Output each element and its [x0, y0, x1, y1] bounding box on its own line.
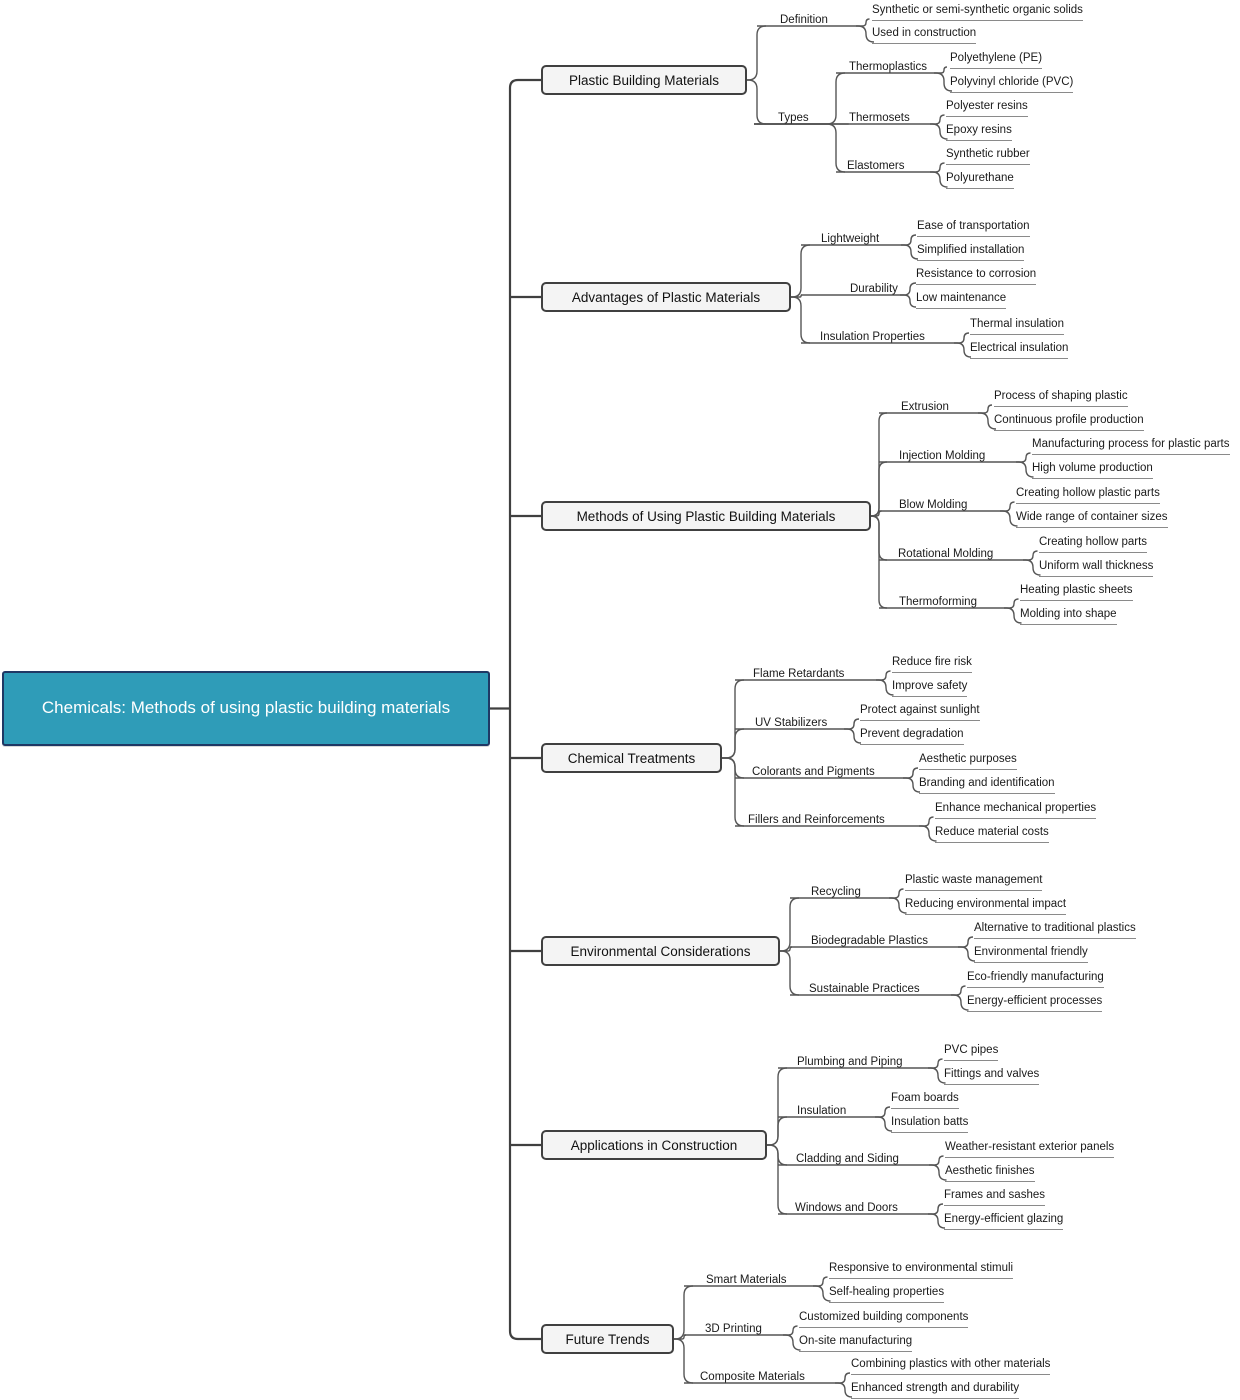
main-topic-label: Environmental Considerations	[570, 943, 751, 959]
leaf-5-1-1[interactable]: Plastic waste management	[905, 874, 1043, 891]
sub-topic-2-2[interactable]: Durability	[850, 283, 898, 295]
leaf-2-3-2[interactable]: Electrical insulation	[970, 342, 1069, 359]
leaf-1-1-2[interactable]: Used in construction	[872, 27, 977, 44]
main-topic-label: Chemical Treatments	[567, 750, 696, 766]
leaf-5-3-1[interactable]: Eco-friendly manufacturing	[967, 971, 1104, 988]
leaf-3-2-1[interactable]: Manufacturing process for plastic parts	[1032, 438, 1230, 455]
sub-topic-6-1[interactable]: Plumbing and Piping	[797, 1056, 903, 1068]
leaf-6-3-2[interactable]: Aesthetic finishes	[945, 1165, 1035, 1182]
leaf-2-2-1[interactable]: Resistance to corrosion	[916, 268, 1037, 285]
leaf-7-2-1[interactable]: Customized building components	[799, 1311, 969, 1328]
leaf-6-4-1[interactable]: Frames and sashes	[944, 1189, 1045, 1206]
main-topic-label: Advantages of Plastic Materials	[571, 289, 761, 305]
main-topic-5[interactable]: Environmental Considerations	[541, 936, 780, 966]
leaf-1-3-2[interactable]: Polyvinyl chloride (PVC)	[950, 76, 1074, 93]
main-topic-3[interactable]: Methods of Using Plastic Building Materi…	[541, 501, 871, 531]
sub-topic-3-4[interactable]: Rotational Molding	[898, 548, 994, 560]
leaf-6-1-1[interactable]: PVC pipes	[944, 1044, 999, 1061]
leaf-3-3-2[interactable]: Wide range of container sizes	[1016, 511, 1168, 528]
leaf-1-4-1[interactable]: Polyester resins	[946, 100, 1028, 117]
sub-topic-2-3[interactable]: Insulation Properties	[820, 331, 925, 343]
leaf-6-1-2[interactable]: Fittings and valves	[944, 1068, 1040, 1085]
sub-topic-4-3[interactable]: Colorants and Pigments	[752, 766, 875, 778]
sub-topic-6-2[interactable]: Insulation	[797, 1105, 847, 1117]
leaf-3-4-1[interactable]: Creating hollow parts	[1039, 536, 1148, 553]
leaf-7-3-1[interactable]: Combining plastics with other materials	[851, 1358, 1051, 1375]
leaf-3-1-1[interactable]: Process of shaping plastic	[994, 390, 1128, 407]
leaf-3-2-2[interactable]: High volume production	[1032, 462, 1153, 479]
root-node[interactable]: Chemicals: Methods of using plastic buil…	[2, 671, 490, 746]
sub-topic-3-3[interactable]: Blow Molding	[899, 499, 968, 511]
leaf-1-4-2[interactable]: Epoxy resins	[946, 124, 1012, 141]
sub-topic-5-1[interactable]: Recycling	[811, 886, 861, 898]
main-topic-label: Future Trends	[565, 1331, 650, 1347]
leaf-6-2-2[interactable]: Insulation batts	[891, 1116, 969, 1133]
sub-topic-3-2[interactable]: Injection Molding	[899, 450, 986, 462]
leaf-4-3-1[interactable]: Aesthetic purposes	[919, 753, 1017, 770]
leaf-2-1-1[interactable]: Ease of transportation	[917, 220, 1030, 237]
main-topic-2[interactable]: Advantages of Plastic Materials	[541, 282, 791, 312]
leaf-1-1-1[interactable]: Synthetic or semi-synthetic organic soli…	[872, 4, 1083, 21]
leaf-1-5-1[interactable]: Synthetic rubber	[946, 148, 1030, 165]
leaf-2-1-2[interactable]: Simplified installation	[917, 244, 1025, 261]
sub-topic-4-1[interactable]: Flame Retardants	[753, 668, 845, 680]
main-topic-6[interactable]: Applications in Construction	[541, 1130, 767, 1160]
leaf-1-3-1[interactable]: Polyethylene (PE)	[950, 52, 1043, 69]
sub-topic-1-1[interactable]: Definition	[780, 14, 828, 26]
leaf-3-4-2[interactable]: Uniform wall thickness	[1039, 560, 1154, 577]
leaf-5-1-2[interactable]: Reducing environmental impact	[905, 898, 1067, 915]
sub-topic-6-3[interactable]: Cladding and Siding	[796, 1153, 899, 1165]
leaf-4-2-1[interactable]: Protect against sunlight	[860, 704, 980, 721]
leaf-6-4-2[interactable]: Energy-efficient glazing	[944, 1213, 1064, 1230]
leaf-4-1-1[interactable]: Reduce fire risk	[892, 656, 972, 673]
main-topic-label: Methods of Using Plastic Building Materi…	[576, 508, 836, 524]
sub-topic-7-1[interactable]: Smart Materials	[706, 1274, 787, 1286]
main-topic-label: Applications in Construction	[570, 1137, 738, 1153]
leaf-2-2-2[interactable]: Low maintenance	[916, 292, 1007, 309]
leaf-6-2-1[interactable]: Foam boards	[891, 1092, 959, 1109]
leaf-3-5-2[interactable]: Molding into shape	[1020, 608, 1117, 625]
leaf-5-2-1[interactable]: Alternative to traditional plastics	[974, 922, 1136, 939]
sub-topic-1-5[interactable]: Elastomers	[847, 160, 905, 172]
leaf-5-2-2[interactable]: Environmental friendly	[974, 946, 1088, 963]
sub-topic-1-4[interactable]: Thermosets	[849, 112, 910, 124]
leaf-7-1-1[interactable]: Responsive to environmental stimuli	[829, 1262, 1014, 1279]
leaf-2-3-1[interactable]: Thermal insulation	[970, 318, 1064, 335]
leaf-3-5-1[interactable]: Heating plastic sheets	[1020, 584, 1133, 601]
leaf-4-3-2[interactable]: Branding and identification	[919, 777, 1055, 794]
leaf-4-2-2[interactable]: Prevent degradation	[860, 728, 964, 745]
leaf-4-1-2[interactable]: Improve safety	[892, 680, 968, 697]
leaf-4-4-2[interactable]: Reduce material costs	[935, 826, 1049, 843]
leaf-3-3-1[interactable]: Creating hollow plastic parts	[1016, 487, 1160, 504]
leaf-5-3-2[interactable]: Energy-efficient processes	[967, 995, 1103, 1012]
leaf-3-1-2[interactable]: Continuous profile production	[994, 414, 1144, 431]
main-topic-label: Plastic Building Materials	[568, 72, 720, 88]
leaf-1-5-2[interactable]: Polyurethane	[946, 172, 1014, 189]
sub-topic-5-3[interactable]: Sustainable Practices	[809, 983, 920, 995]
sub-topic-2-1[interactable]: Lightweight	[821, 233, 880, 245]
leaf-6-3-1[interactable]: Weather-resistant exterior panels	[945, 1141, 1115, 1158]
leaf-4-4-1[interactable]: Enhance mechanical properties	[935, 802, 1097, 819]
sub-topic-1-3[interactable]: Thermoplastics	[849, 61, 927, 73]
main-topic-1[interactable]: Plastic Building Materials	[541, 65, 747, 95]
sub-topic-5-2[interactable]: Biodegradable Plastics	[811, 935, 928, 947]
sub-topic-7-2[interactable]: 3D Printing	[705, 1323, 762, 1335]
leaf-7-1-2[interactable]: Self-healing properties	[829, 1286, 945, 1303]
sub-topic-3-5[interactable]: Thermoforming	[899, 596, 977, 608]
sub-topic-4-4[interactable]: Fillers and Reinforcements	[748, 814, 885, 826]
sub-topic-1-2[interactable]: Types	[778, 112, 809, 124]
leaf-7-3-2[interactable]: Enhanced strength and durability	[851, 1382, 1020, 1399]
leaf-7-2-2[interactable]: On-site manufacturing	[799, 1335, 913, 1352]
main-topic-7[interactable]: Future Trends	[541, 1324, 674, 1354]
sub-topic-4-2[interactable]: UV Stabilizers	[755, 717, 828, 729]
main-topic-4[interactable]: Chemical Treatments	[541, 743, 722, 773]
sub-topic-7-3[interactable]: Composite Materials	[700, 1371, 805, 1383]
sub-topic-3-1[interactable]: Extrusion	[901, 401, 949, 413]
sub-topic-6-4[interactable]: Windows and Doors	[795, 1202, 898, 1214]
